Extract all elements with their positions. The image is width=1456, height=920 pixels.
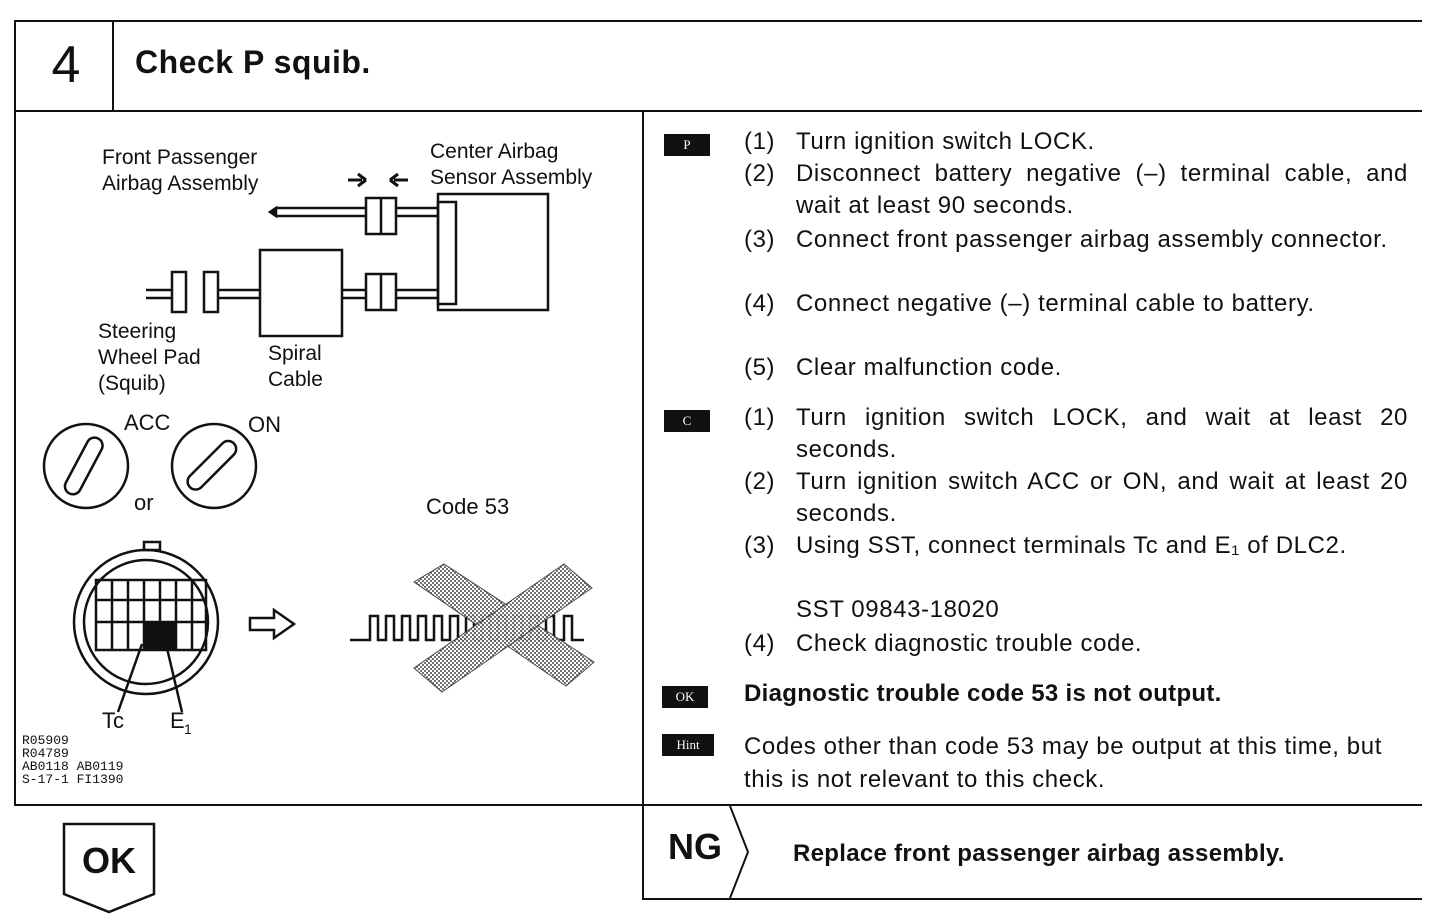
step-text: Check diagnostic trouble code. [796,630,1143,657]
frame-top [14,20,1422,22]
step-title: Check P squib. [135,44,371,80]
step-num: (3) [744,532,776,559]
ng-chevron [729,806,750,899]
figure-ref: R04789 [22,746,69,761]
ok-flow-arrow [62,822,156,914]
label-front-passenger-1: Front Passenger [102,146,257,169]
label-code: Code 53 [426,494,509,519]
ok-result-text: Diagnostic trouble code 53 is not output… [744,680,1222,707]
ng-label: NG [668,826,722,867]
step-text: Connect front passenger airbag assembly … [796,226,1388,253]
ng-bottom [642,898,1422,900]
label-tc: Tc [102,708,124,733]
step-text: Turn ignition switch LOCK, and wait at l… [796,404,1408,463]
label-spiral-2: Cable [268,368,323,391]
figure-ref: R05909 [22,733,69,748]
label-e1-sub: 1 [184,721,192,737]
step-num: (1) [744,128,776,155]
label-center-sensor-1: Center Airbag [430,140,558,163]
hint-text: Codes other than code 53 may be output a… [744,733,1382,793]
tag-c: C [664,410,710,432]
step-text: Disconnect battery negative (–) terminal… [796,160,1408,219]
label-e1: E [170,708,185,733]
step-text: Using SST, connect terminals Tc and E₁ o… [796,532,1347,559]
column-divider [642,110,644,900]
step-text: Clear malfunction code. [796,354,1062,381]
figure-ref: AB0118 AB0119 [22,759,124,774]
label-center-sensor-2: Sensor Assembly [430,166,593,189]
figure-ref: S-17-1 FI1390 [22,772,124,787]
step-text: Turn ignition switch ACC or ON, and wait… [796,468,1408,527]
frame-left [14,20,16,806]
label-steering-2: Wheel Pad [98,346,201,369]
step-num: (2) [744,160,776,187]
content-bottom [14,804,1422,806]
step-text: Turn ignition switch LOCK. [796,128,1095,155]
label-spiral-1: Spiral [268,342,322,365]
label-steering-3: (Squib) [98,372,166,395]
step-num: (4) [744,630,776,657]
header-divider [112,20,114,110]
ok-flow-label: OK [82,840,136,881]
tag-ok: OK [662,686,708,708]
figure-references: R05909 R04789 AB0118 AB0119 S-17-1 FI139… [22,734,123,786]
step-text: Connect negative (–) terminal cable to b… [796,290,1315,317]
step-number: 4 [51,36,81,94]
ng-action-text: Replace front passenger airbag assembly. [793,840,1285,867]
tag-p: P [664,134,710,156]
step-num: (4) [744,290,776,317]
header-bottom [14,110,1422,112]
label-or: or [134,490,154,515]
label-on: ON [248,412,281,437]
label-acc: ACC [124,410,171,435]
label-steering-1: Steering [98,320,176,343]
step-num: (3) [744,226,776,253]
step-text: SST 09843-18020 [796,596,1000,623]
label-front-passenger-2: Airbag Assembly [102,172,259,195]
step-num: (2) [744,468,776,495]
step-num: (5) [744,354,776,381]
step-num: (1) [744,404,776,431]
tag-hint: Hint [662,734,714,756]
wiring-diagram: Front Passenger Airbag Assembly Center A… [42,140,595,737]
